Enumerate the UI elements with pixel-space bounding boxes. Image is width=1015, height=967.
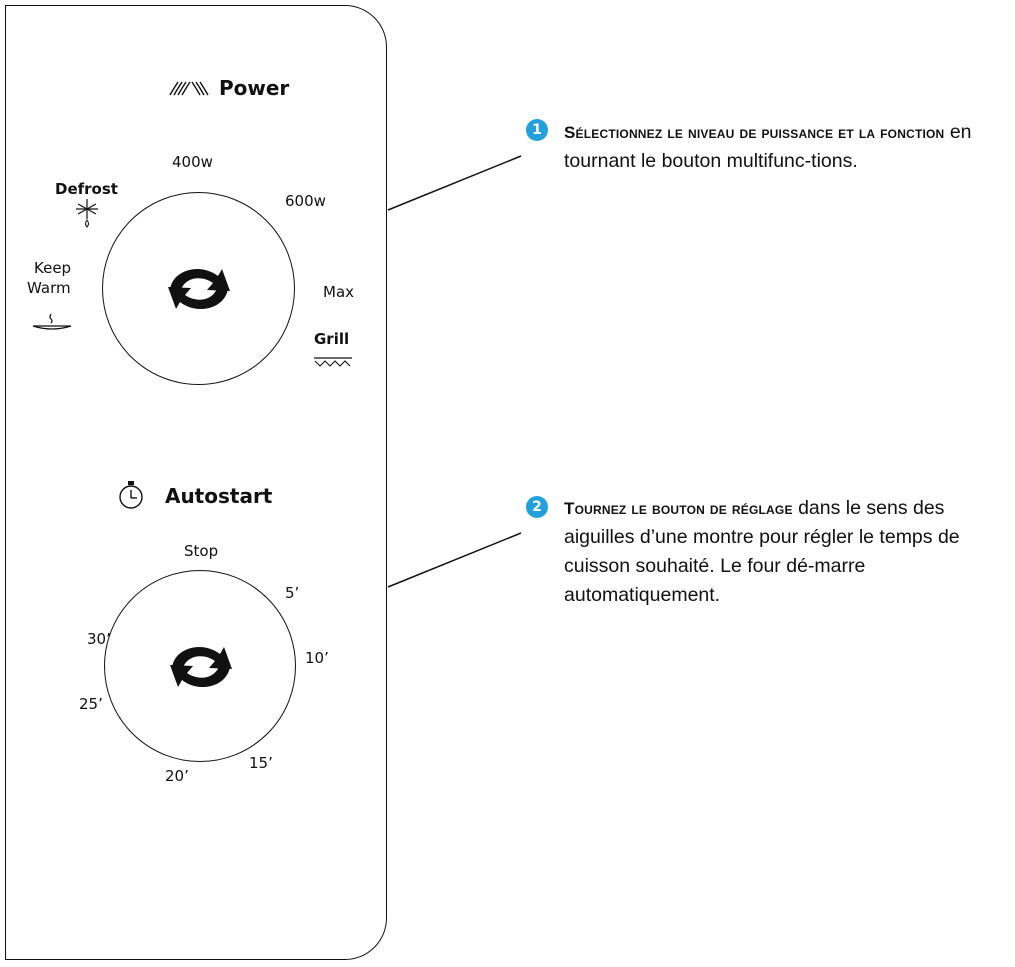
step-1-text: en tournant le bouton multifunc-tions. [564,121,972,172]
timer-icon [118,480,144,515]
microwave-waves-icon [168,78,212,102]
step-1-badge: 1 [526,119,548,141]
control-panel [5,5,387,960]
leader-line-2 [387,532,522,588]
label-20min: 20’ [165,767,189,785]
autostart-title: Autostart [164,484,273,508]
plate-steam-icon [31,312,73,334]
rotate-arrows-icon [162,638,240,700]
power-heading: Power [168,76,289,102]
label-400w: 400w [172,153,213,171]
label-600w: 600w [285,192,326,210]
label-stop: Stop [184,542,219,560]
step-2-badge: 2 [526,496,548,518]
power-title: Power [218,76,290,100]
step-2-instruction: Tournez le bouton de réglage dans le sen… [564,494,1012,610]
step-2-heading: Tournez le bouton de réglage [564,499,793,518]
label-5min: 5’ [285,584,300,602]
autostart-heading: Autostart [118,480,272,515]
grill-icon [313,353,353,372]
rotate-arrows-icon [160,260,238,322]
label-30min: 30’ [87,630,111,648]
step-1-heading: Sélectionnez le niveau de puissance et l… [564,123,945,142]
snowflake-drop-icon [75,198,99,232]
label-grill: Grill [314,330,350,348]
label-15min: 15’ [249,754,273,772]
label-10min: 10’ [305,649,329,667]
label-defrost: Defrost [55,180,118,198]
label-keep: Keep [34,259,72,277]
timer-knob[interactable] [104,570,296,762]
power-knob[interactable] [102,192,295,385]
step-1-instruction: Sélectionnez le niveau de puissance et l… [564,118,1012,176]
leader-line-1 [387,155,522,211]
label-25min: 25’ [79,695,103,713]
label-warm: Warm [27,279,71,297]
step-2-text: dans le sens des aiguilles d’une montre … [564,497,960,606]
label-max: Max [323,283,355,301]
